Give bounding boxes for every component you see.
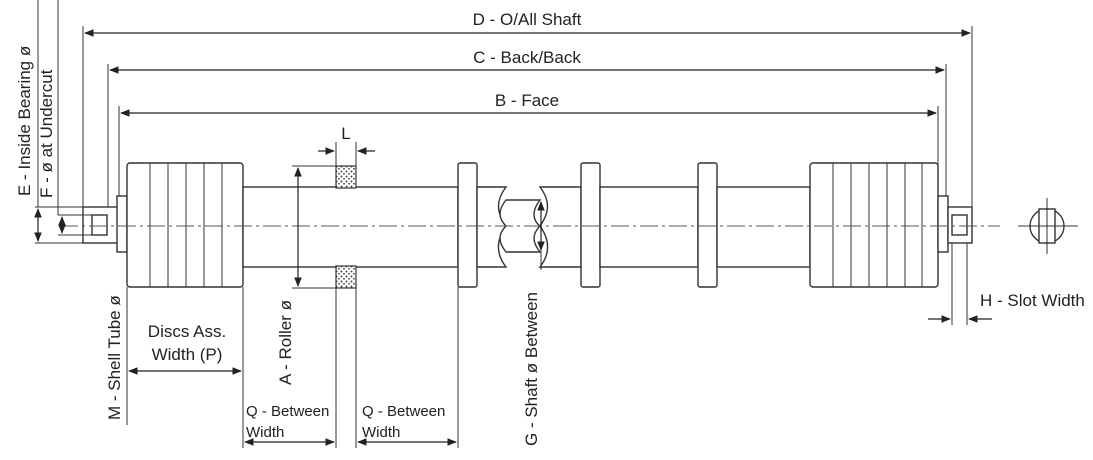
right-bearing <box>937 195 949 253</box>
shell-tube-right <box>716 186 811 268</box>
label-p-line1: Discs Ass. <box>148 322 226 341</box>
shaft-break-left <box>476 186 508 268</box>
spacer-2 <box>580 162 601 288</box>
left-shaft-slot <box>91 214 108 236</box>
label-q1-line2: Width <box>246 424 284 441</box>
label-q2-line1: Q - Between <box>362 403 445 420</box>
spacer-1 <box>457 162 478 288</box>
label-l: L <box>341 124 350 143</box>
label-g: G - Shaft ø Between <box>522 292 541 446</box>
right-disc-pack <box>809 162 939 288</box>
left-shaft-end <box>82 206 119 244</box>
seal-ring-bottom <box>335 265 357 289</box>
left-bearing <box>116 195 128 253</box>
right-shaft-slot <box>951 214 968 236</box>
spacer-3 <box>697 162 718 288</box>
label-c: C - Back/Back <box>473 48 581 67</box>
label-b: B - Face <box>495 91 559 110</box>
shell-tube-middle <box>599 186 699 268</box>
label-d: D - O/All Shaft <box>473 10 582 29</box>
label-f: F - ø at Undercut <box>37 69 56 198</box>
shaft-break-right <box>538 186 582 268</box>
shell-tube-left <box>242 186 459 268</box>
label-q1-line1: Q - Between <box>246 403 329 420</box>
label-q2-line2: Width <box>362 424 400 441</box>
seal-ring-top <box>335 165 357 189</box>
left-disc-pack <box>126 162 244 288</box>
shaft-end-view <box>1018 198 1078 254</box>
shaft-assembly <box>60 162 1078 289</box>
label-e: E - Inside Bearing ø <box>15 46 34 196</box>
label-h: H - Slot Width <box>980 291 1085 310</box>
dimensions <box>34 0 992 448</box>
label-m: M - Shell Tube ø <box>105 295 124 420</box>
label-p-line2: Width (P) <box>152 345 223 364</box>
label-a: A - Roller ø <box>276 300 295 385</box>
